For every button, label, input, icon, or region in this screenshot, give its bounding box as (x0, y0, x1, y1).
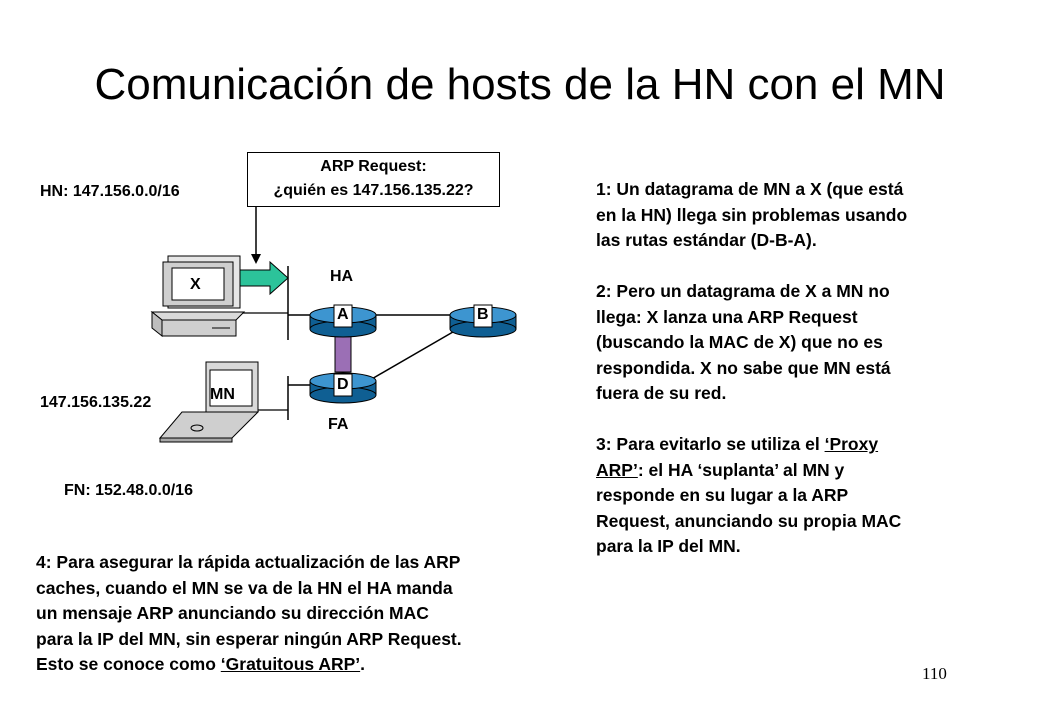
mn-ip-label: 147.156.135.22 (40, 394, 152, 411)
callout-pointer-arrowhead (251, 254, 261, 264)
note-3-line: para la IP del MN. (596, 536, 741, 556)
note-4-line: 4: Para asegurar la rápida actualización… (36, 552, 461, 572)
arp-request-callout: ARP Request: ¿quién es 147.156.135.22? (247, 152, 500, 207)
note-3-line: responde en su lugar a la ARP (596, 485, 849, 505)
page-number: 110 (922, 664, 947, 683)
note-4-paragraph: 4: Para asegurar la rápida actualización… (36, 550, 462, 678)
note-3-line: Request, anunciando su propia MAC (596, 510, 902, 531)
note-4-text: . (360, 654, 366, 674)
laptop-mn-label: MN (210, 386, 235, 403)
router-d-icon (309, 372, 377, 404)
note-4-text: Esto se conoce como (36, 654, 221, 674)
page-title: Comunicación de hosts de la HN con el MN (94, 60, 946, 109)
note-2-line: llega: X lanza una ARP Request (596, 306, 858, 327)
fa-label: FA (328, 416, 349, 433)
proxy-arp-link[interactable]: ‘Proxy (824, 434, 879, 454)
note-3-text: : el HA ‘suplanta’ al MN y (637, 459, 845, 480)
router-b-label: B (477, 306, 489, 323)
proxy-arp-link-cont[interactable]: ARP’ (596, 459, 638, 480)
note-4-line: Esto se conoce como ‘Gratuitous ARP’. (36, 652, 462, 678)
explanation-column: 1: Un datagrama de MN a X (que está en l… (596, 177, 907, 560)
link-d-b (369, 324, 466, 381)
note-4-line: un mensaje ARP anunciando su dirección M… (36, 603, 429, 623)
note-1-line: 1: Un datagrama de MN a X (que está (596, 179, 904, 199)
hn-network-label: HN: 147.156.0.0/16 (40, 183, 180, 200)
router-a-label: A (337, 306, 349, 323)
green-arrow-icon (236, 260, 289, 296)
note-2-line: 2: Pero un datagrama de X a MN no (596, 281, 890, 301)
callout-line-1: ARP Request: (320, 158, 427, 175)
note-1-line: en la HN) llega sin problemas usando (596, 204, 908, 225)
ha-label: HA (330, 268, 354, 285)
router-d-label: D (337, 376, 349, 393)
fn-network-label: FN: 152.48.0.0/16 (64, 482, 193, 499)
note-2-line: fuera de su red. (596, 383, 727, 403)
note-3-line: 3: Para evitarlo se utiliza el ‘Proxy (596, 432, 907, 458)
laptop-icon (158, 361, 260, 443)
note-2-line: respondida. X no sabe que MN está (596, 357, 891, 378)
note-4-line: para la IP del MN, sin esperar ningún AR… (36, 628, 462, 649)
note-2-line: (buscando la MAC de X) que no es (596, 332, 883, 352)
pc-x-label: X (190, 276, 201, 293)
note-1-line: las rutas estándar (D-B-A). (596, 230, 817, 250)
callout-line-2: ¿quién es 147.156.135.22? (273, 182, 474, 199)
desktop-pc-icon (150, 255, 246, 338)
note-3-line: ARP’: el HA ‘suplanta’ al MN y (596, 458, 907, 484)
gratuitous-arp-link[interactable]: ‘Gratuitous ARP’ (220, 654, 361, 674)
note-4-line: caches, cuando el MN se va de la HN el H… (36, 577, 453, 598)
router-a-icon (309, 304, 377, 338)
note-3-text: 3: Para evitarlo se utiliza el (596, 434, 825, 454)
router-b-icon (449, 304, 517, 338)
